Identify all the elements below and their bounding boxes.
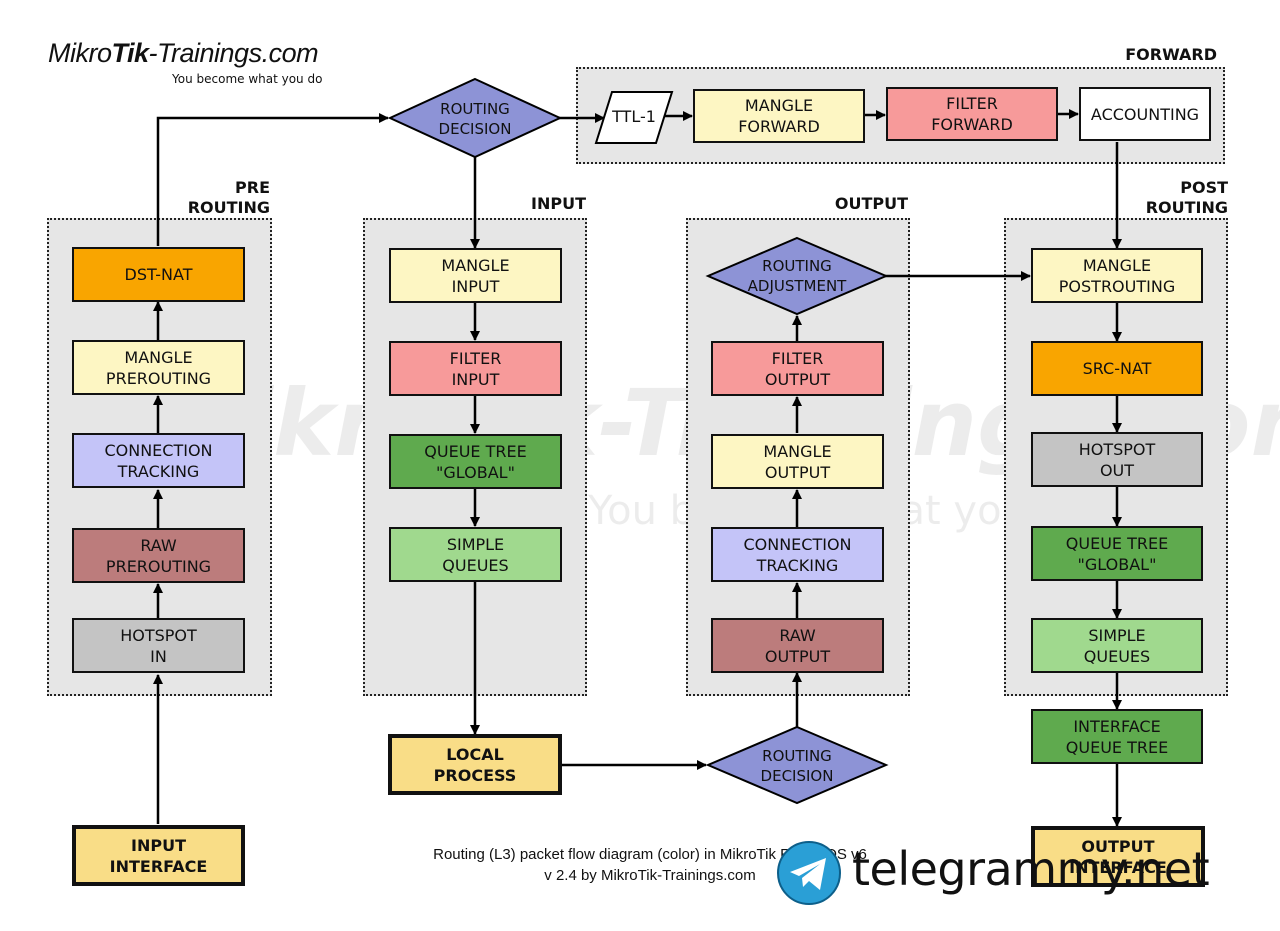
telegram-text: telegrammy.net (852, 842, 1210, 896)
connection-tracking-pre-box: CONNECTION TRACKING (72, 433, 245, 488)
mangle-forward-box: MANGLE FORWARD (693, 89, 865, 143)
routing-decision-1-label: ROUTING DECISION (438, 100, 512, 138)
simple-queues-input-box: SIMPLE QUEUES (389, 527, 562, 582)
group-label-forward: FORWARD (1125, 45, 1217, 64)
input-interface-box: INPUT INTERFACE (72, 825, 245, 886)
mangle-output-box: MANGLE OUTPUT (711, 434, 884, 489)
output-interface-box: OUTPUT INTERFACE (1031, 826, 1205, 887)
group-label-output: OUTPUT (834, 194, 908, 213)
routing-decision-2-label: ROUTING DECISION (760, 747, 834, 785)
filter-output-box: FILTER OUTPUT (711, 341, 884, 396)
simple-queues-post-box: SIMPLE QUEUES (1031, 618, 1203, 673)
hotspot-in-box: HOTSPOT IN (72, 618, 245, 673)
mangle-input-box: MANGLE INPUT (389, 248, 562, 303)
connection-tracking-out-box: CONNECTION TRACKING (711, 527, 884, 582)
hotspot-out-box: HOTSPOT OUT (1031, 432, 1203, 487)
routing-decision-1-shape (387, 77, 563, 159)
interface-queue-tree-box: INTERFACE QUEUE TREE (1031, 709, 1203, 764)
group-label-postrouting: POST ROUTING (1145, 178, 1228, 217)
src-nat-box: SRC-NAT (1031, 341, 1203, 396)
logo-wordmark: MikroTik-Trainings.com (48, 38, 319, 68)
arrow-dstnat-to-routing (156, 113, 389, 246)
ttl-label: TTL-1 (612, 107, 656, 126)
group-label-prerouting: PRE ROUTING (187, 178, 270, 217)
filter-input-box: FILTER INPUT (389, 341, 562, 396)
queue-tree-global-input-box: QUEUE TREE "GLOBAL" (389, 434, 562, 489)
mangle-postrouting-box: MANGLE POSTROUTING (1031, 248, 1203, 303)
raw-output-box: RAW OUTPUT (711, 618, 884, 673)
filter-forward-box: FILTER FORWARD (886, 87, 1058, 141)
routing-adjustment-shape (705, 236, 889, 316)
queue-tree-global-post-box: QUEUE TREE "GLOBAL" (1031, 526, 1203, 581)
telegram-logo-icon (777, 841, 841, 905)
raw-prerouting-box: RAW PREROUTING (72, 528, 245, 583)
caption-line-2: v 2.4 by MikroTik-Trainings.com (544, 867, 756, 884)
mangle-prerouting-box: MANGLE PREROUTING (72, 340, 245, 395)
ttl-shape (594, 91, 674, 144)
caption-line-1: Routing (L3) packet flow diagram (color)… (433, 846, 867, 863)
group-label-input: INPUT (531, 194, 586, 213)
caption: Routing (L3) packet flow diagram (color)… (380, 844, 920, 886)
local-process-box: LOCAL PROCESS (388, 734, 562, 795)
routing-adjustment-label: ROUTING ADJUSTMENT (747, 257, 847, 295)
routing-decision-2-shape (705, 725, 889, 805)
dst-nat-box: DST-NAT (72, 247, 245, 302)
logo-tagline: You become what you do (172, 72, 323, 86)
logo: MikroTik-Trainings.com You become what y… (48, 38, 348, 90)
telegram-watermark: telegrammy.net (776, 838, 1266, 908)
accounting-box: ACCOUNTING (1079, 87, 1211, 141)
